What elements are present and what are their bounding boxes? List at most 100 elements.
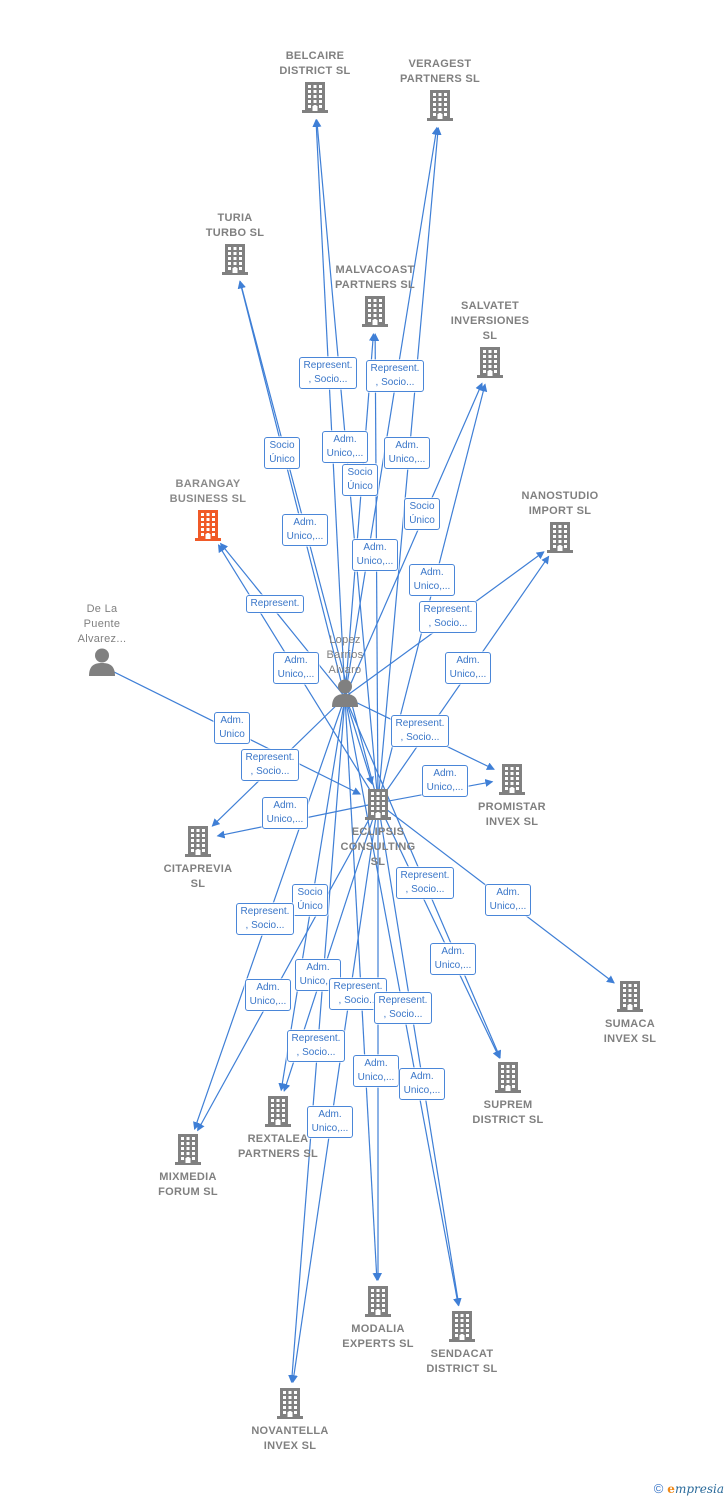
edge-label[interactable]: Adm. Unico,... bbox=[429, 943, 477, 975]
edge-label[interactable]: Represent. , Socio... bbox=[390, 715, 450, 747]
building-icon bbox=[218, 1093, 338, 1132]
node-belcaire[interactable]: BELCAIRE DISTRICT SL bbox=[255, 49, 375, 118]
edge-lopez-malvacoast bbox=[344, 332, 377, 698]
edge-label[interactable]: Socio Único bbox=[404, 498, 440, 530]
edge-label[interactable]: Represent. , Socio... bbox=[235, 903, 295, 935]
node-label: BELCAIRE DISTRICT SL bbox=[279, 50, 351, 77]
brand-logo[interactable]: empresia bbox=[667, 1482, 724, 1496]
edge-label[interactable]: Represent. , Socio... bbox=[418, 601, 478, 633]
node-label: SUPREM DISTRICT SL bbox=[472, 1099, 544, 1126]
node-sendacat[interactable]: SENDACAT DISTRICT SL bbox=[402, 1308, 522, 1377]
building-icon bbox=[175, 241, 295, 280]
edge-lopez-barangay bbox=[219, 542, 346, 698]
node-label: CITAPREVIA SL bbox=[163, 863, 233, 890]
building-icon bbox=[138, 823, 258, 862]
building-icon bbox=[128, 1131, 248, 1170]
node-label: PROMISTAR INVEX SL bbox=[478, 801, 546, 828]
node-label: Lopez Barrios Alvaro bbox=[326, 634, 364, 676]
node-label: NOVANTELLA INVEX SL bbox=[251, 1425, 329, 1452]
footer-branding: ©empresia bbox=[654, 1481, 724, 1496]
edge-eclipsis-suprem bbox=[377, 802, 501, 1059]
node-label: VERAGEST PARTNERS SL bbox=[399, 58, 481, 85]
node-label: MODALIA EXPERTS SL bbox=[342, 1323, 414, 1350]
building-icon bbox=[380, 87, 500, 126]
node-mixmedia[interactable]: MIXMEDIA FORUM SL bbox=[128, 1131, 248, 1200]
node-label: MIXMEDIA FORUM SL bbox=[158, 1171, 218, 1198]
node-novantella[interactable]: NOVANTELLA INVEX SL bbox=[230, 1385, 350, 1454]
copyright-symbol: © bbox=[653, 1481, 664, 1496]
edge-label[interactable]: Adm. Unico,... bbox=[421, 765, 469, 797]
edge-label[interactable]: Adm. Unico,... bbox=[244, 979, 292, 1011]
edge-label[interactable]: Adm. Unico,... bbox=[484, 884, 532, 916]
node-citaprevia[interactable]: CITAPREVIA SL bbox=[138, 823, 258, 892]
edge-lopez-salvatet bbox=[344, 382, 483, 698]
node-malvacoast[interactable]: MALVACOAST PARTNERS SL bbox=[315, 263, 435, 332]
building-icon bbox=[255, 79, 375, 118]
building-icon bbox=[148, 507, 268, 546]
edge-label[interactable]: Adm. Unico,... bbox=[272, 652, 320, 684]
node-eclipsis[interactable]: ECLIPSIS CONSULTING SL bbox=[318, 786, 438, 870]
edge-eclipsis-mixmedia bbox=[197, 802, 379, 1132]
node-delapuente[interactable]: De La Puente Alvarez... bbox=[42, 602, 162, 682]
node-suprem[interactable]: SUPREM DISTRICT SL bbox=[448, 1059, 568, 1128]
edge-label[interactable]: Represent. bbox=[245, 595, 305, 613]
edge-label[interactable]: Adm. Unico,... bbox=[321, 431, 369, 463]
node-veragest[interactable]: VERAGEST PARTNERS SL bbox=[380, 57, 500, 126]
edge-lopez-veragest bbox=[344, 126, 440, 698]
edge-eclipsis-novantella bbox=[289, 802, 379, 1384]
building-icon bbox=[430, 344, 550, 383]
edge-label[interactable]: Represent. , Socio... bbox=[240, 749, 300, 781]
edge-label[interactable]: Represent. , Socio... bbox=[373, 992, 433, 1024]
node-lopez[interactable]: Lopez Barrios Alvaro bbox=[285, 633, 405, 713]
node-label: De La Puente Alvarez... bbox=[77, 603, 127, 645]
building-icon bbox=[318, 786, 438, 825]
node-rextalea[interactable]: REXTALEA PARTNERS SL bbox=[218, 1093, 338, 1162]
building-icon bbox=[448, 1059, 568, 1098]
edge-label[interactable]: Adm. Unico,... bbox=[408, 564, 456, 596]
node-label: BARANGAY BUSINESS SL bbox=[169, 478, 247, 505]
edge-label[interactable]: Adm. Unico,... bbox=[351, 539, 399, 571]
edge-lopez-eclipsis bbox=[344, 696, 374, 785]
brand-initial: e bbox=[667, 1482, 675, 1496]
edge-label[interactable]: Represent. , Socio... bbox=[365, 360, 425, 392]
brand-name: mpresia bbox=[674, 1482, 724, 1496]
edge-label[interactable]: Socio Único bbox=[342, 464, 378, 496]
node-label: ECLIPSIS CONSULTING SL bbox=[340, 826, 416, 868]
edge-label[interactable]: Adm. Unico,... bbox=[444, 652, 492, 684]
building-icon bbox=[230, 1385, 350, 1424]
node-label: SUMACA INVEX SL bbox=[603, 1018, 657, 1045]
building-icon bbox=[452, 761, 572, 800]
node-barangay[interactable]: BARANGAY BUSINESS SL bbox=[148, 477, 268, 546]
edge-label[interactable]: Adm. Unico,... bbox=[398, 1068, 446, 1100]
building-icon bbox=[315, 293, 435, 332]
building-icon bbox=[500, 519, 620, 558]
building-icon bbox=[402, 1308, 522, 1347]
edge-label[interactable]: Adm. Unico,... bbox=[352, 1055, 400, 1087]
node-modalia[interactable]: MODALIA EXPERTS SL bbox=[318, 1283, 438, 1352]
node-promistar[interactable]: PROMISTAR INVEX SL bbox=[452, 761, 572, 830]
edge-label[interactable]: Represent. , Socio... bbox=[395, 867, 455, 899]
node-salvatet[interactable]: SALVATET INVERSIONES SL bbox=[430, 299, 550, 383]
edge-label[interactable]: Adm. Unico,... bbox=[383, 437, 431, 469]
edge-lopez-belcaire bbox=[312, 118, 346, 698]
node-label: TURIA TURBO SL bbox=[205, 212, 265, 239]
node-label: NANOSTUDIO IMPORT SL bbox=[521, 490, 599, 517]
edge-label[interactable]: Adm. Unico,... bbox=[281, 514, 329, 546]
edge-label[interactable]: Adm. Unico,... bbox=[261, 797, 309, 829]
node-label: SENDACAT DISTRICT SL bbox=[426, 1348, 498, 1375]
edge-lopez-turia bbox=[237, 280, 346, 698]
node-nanostudio[interactable]: NANOSTUDIO IMPORT SL bbox=[500, 489, 620, 558]
node-label: SALVATET INVERSIONES SL bbox=[450, 300, 530, 342]
building-icon bbox=[318, 1283, 438, 1322]
edge-label[interactable]: Socio Único bbox=[264, 437, 300, 469]
edge-label[interactable]: Adm. Unico bbox=[214, 712, 250, 744]
edge-label[interactable]: Represent. , Socio... bbox=[286, 1030, 346, 1062]
edge-label[interactable]: Represent. , Socio... bbox=[298, 357, 358, 389]
node-sumaca[interactable]: SUMACA INVEX SL bbox=[570, 978, 690, 1047]
node-turia[interactable]: TURIA TURBO SL bbox=[175, 211, 295, 280]
edge-label[interactable]: Adm. Unico,... bbox=[306, 1106, 354, 1138]
edge-label[interactable]: Socio Único bbox=[292, 884, 328, 916]
node-label: MALVACOAST PARTNERS SL bbox=[334, 264, 416, 291]
